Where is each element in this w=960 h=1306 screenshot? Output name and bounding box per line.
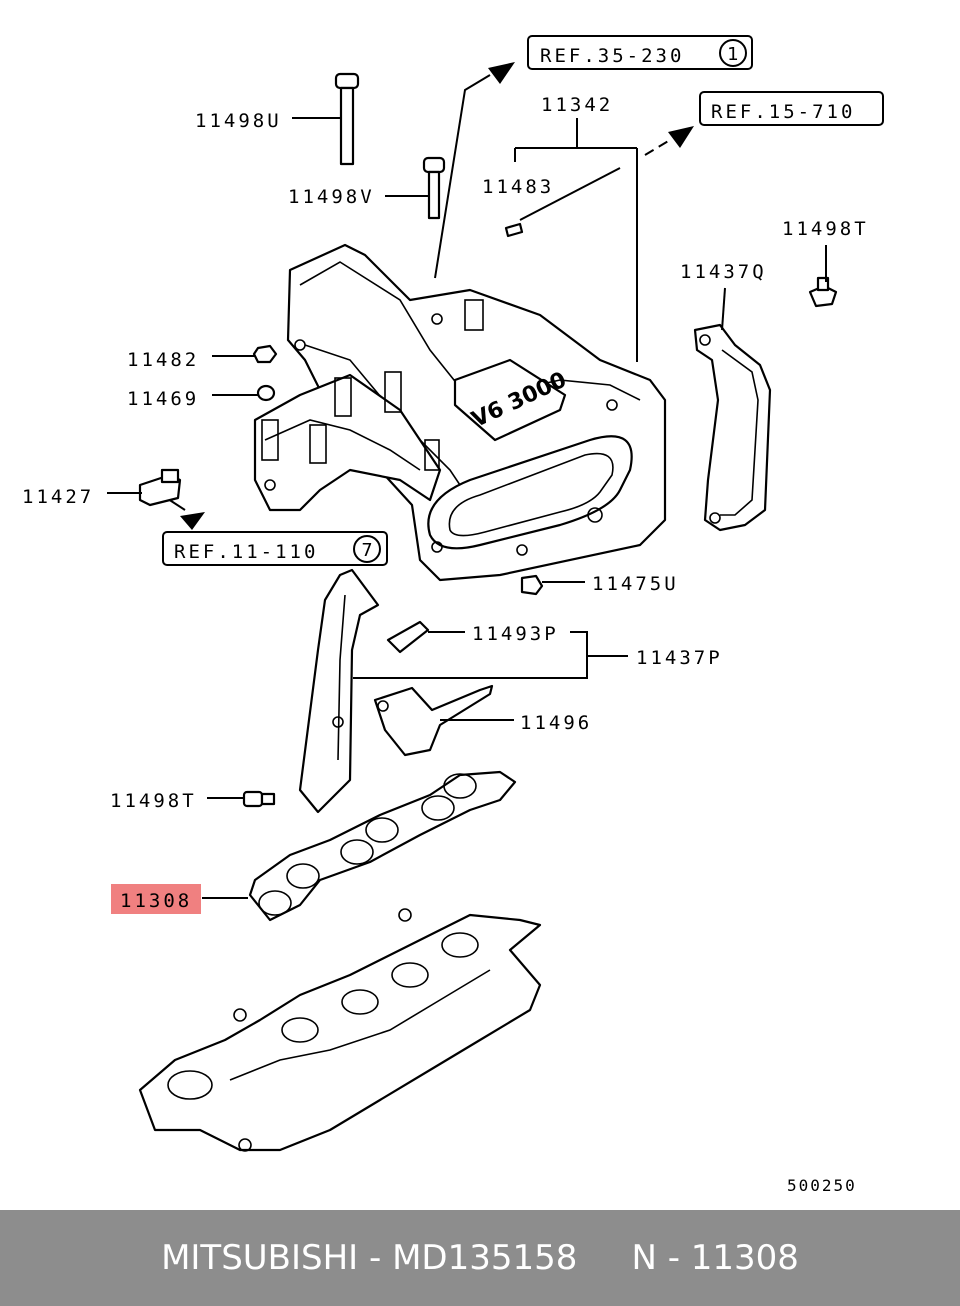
parts-diagram: REF.35-230 1 REF.15-710 REF.11-110 7	[22, 35, 884, 1195]
brand: MITSUBISHI	[161, 1238, 359, 1278]
label-11475U[interactable]: 11475U	[592, 573, 679, 595]
ref-11-110-text: REF.11-110	[174, 541, 318, 563]
footer-bar: MITSUBISHI - MD135158 N - 11308	[0, 1210, 960, 1306]
ref-35-230-circle-number: 1	[727, 44, 738, 65]
bolt-11498U-icon	[334, 72, 360, 166]
washer-11469-icon	[256, 384, 276, 402]
bolt-11475U-icon	[520, 574, 544, 596]
label-11308-highlight	[111, 884, 201, 914]
bolt-11498V-icon	[422, 156, 446, 220]
gasket-11308-icon	[248, 770, 517, 922]
leader-11342	[514, 118, 638, 362]
ref-arrows	[164, 62, 694, 530]
label-11437P[interactable]: 11437P	[636, 647, 723, 669]
label-11498U[interactable]: 11498U	[195, 110, 282, 132]
arrow-ref-11-110-icon	[180, 512, 205, 530]
part-number: MD135158	[392, 1238, 578, 1278]
label-11496[interactable]: 11496	[520, 712, 592, 734]
ref-35-230-text: REF.35-230	[540, 45, 684, 67]
arrow-ref-15-710-icon	[668, 126, 694, 148]
ref-code: N - 11308	[631, 1238, 799, 1278]
label-11427[interactable]: 11427	[22, 486, 94, 508]
label-11498T-top[interactable]: 11498T	[782, 218, 869, 240]
label-11342[interactable]: 11342	[541, 94, 613, 116]
callouts: 11498U 11342 11498V 11483 11498T 11437Q …	[22, 94, 869, 1195]
label-11469[interactable]: 11469	[127, 388, 199, 410]
label-11498V[interactable]: 11498V	[288, 186, 375, 208]
ref-box-15-710[interactable]: REF.15-710	[699, 91, 884, 126]
stay-bracket-11437P-icon	[298, 568, 380, 814]
bolt-11498T-top-icon	[808, 276, 838, 308]
nut-11482-icon	[252, 344, 278, 364]
label-11493P[interactable]: 11493P	[472, 623, 559, 645]
label-11498T-bottom[interactable]: 11498T	[110, 790, 197, 812]
ref-box-11-110[interactable]: REF.11-110 7	[162, 531, 388, 566]
ref-box-35-230[interactable]: REF.35-230 1	[527, 35, 753, 70]
spring-clip-11493P-icon	[386, 620, 430, 654]
label-11483[interactable]: 11483	[482, 176, 554, 198]
footer-text: MITSUBISHI - MD135158 N - 11308	[161, 1238, 799, 1278]
label-11482[interactable]: 11482	[127, 349, 199, 371]
intake-plenum-11342: V6 3000	[253, 243, 667, 582]
label-11437Q[interactable]: 11437Q	[680, 261, 767, 283]
label-11308[interactable]: 11308	[120, 890, 192, 912]
bracket-11496-icon	[373, 684, 494, 757]
arrow-ref-35-230-icon	[488, 62, 515, 84]
ref-15-710-text: REF.15-710	[711, 101, 855, 123]
ref-11-110-circle-number: 7	[361, 540, 372, 561]
bolt-11498T-bottom-icon	[242, 790, 276, 808]
fitting-11427-icon	[138, 468, 182, 507]
bracket-11437Q-icon	[693, 323, 772, 532]
pin-11483-icon	[504, 222, 524, 238]
diagram-id: 500250	[787, 1176, 857, 1195]
lower-intake-manifold-icon	[138, 908, 542, 1152]
